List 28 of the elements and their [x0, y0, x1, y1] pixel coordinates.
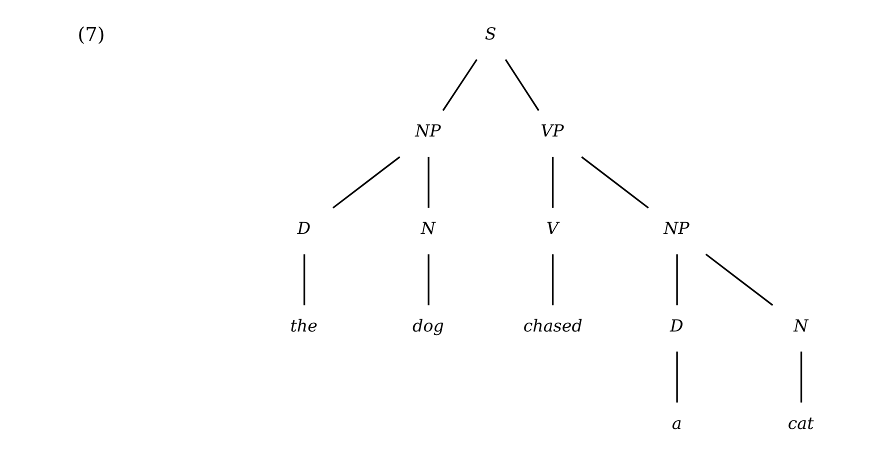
- connector: [551, 156, 554, 208]
- node-text: chased: [522, 316, 582, 336]
- connector: [580, 156, 648, 209]
- node-text: dog: [412, 316, 444, 336]
- node-text: S: [484, 24, 496, 44]
- node-text: D: [670, 316, 683, 336]
- connector: [704, 254, 773, 306]
- connector: [800, 352, 802, 403]
- connector: [676, 352, 678, 403]
- node-text: NP: [414, 122, 440, 141]
- node-text: NP: [663, 219, 689, 238]
- connector: [676, 254, 678, 306]
- node-text: V: [546, 219, 558, 238]
- label: (7): [77, 22, 104, 46]
- node-text: cat: [787, 414, 814, 433]
- node-text: the: [290, 316, 318, 336]
- connector: [551, 254, 554, 306]
- connector: [427, 254, 429, 306]
- connector: [504, 59, 539, 111]
- node-text: N: [420, 219, 435, 238]
- connector: [303, 254, 305, 306]
- connector: [442, 59, 477, 111]
- node-text: a: [671, 414, 682, 433]
- node-text: D: [296, 219, 310, 238]
- connector: [332, 156, 400, 209]
- connector: [427, 156, 429, 208]
- node-text: VP: [540, 122, 564, 141]
- node-text: N: [793, 316, 808, 336]
